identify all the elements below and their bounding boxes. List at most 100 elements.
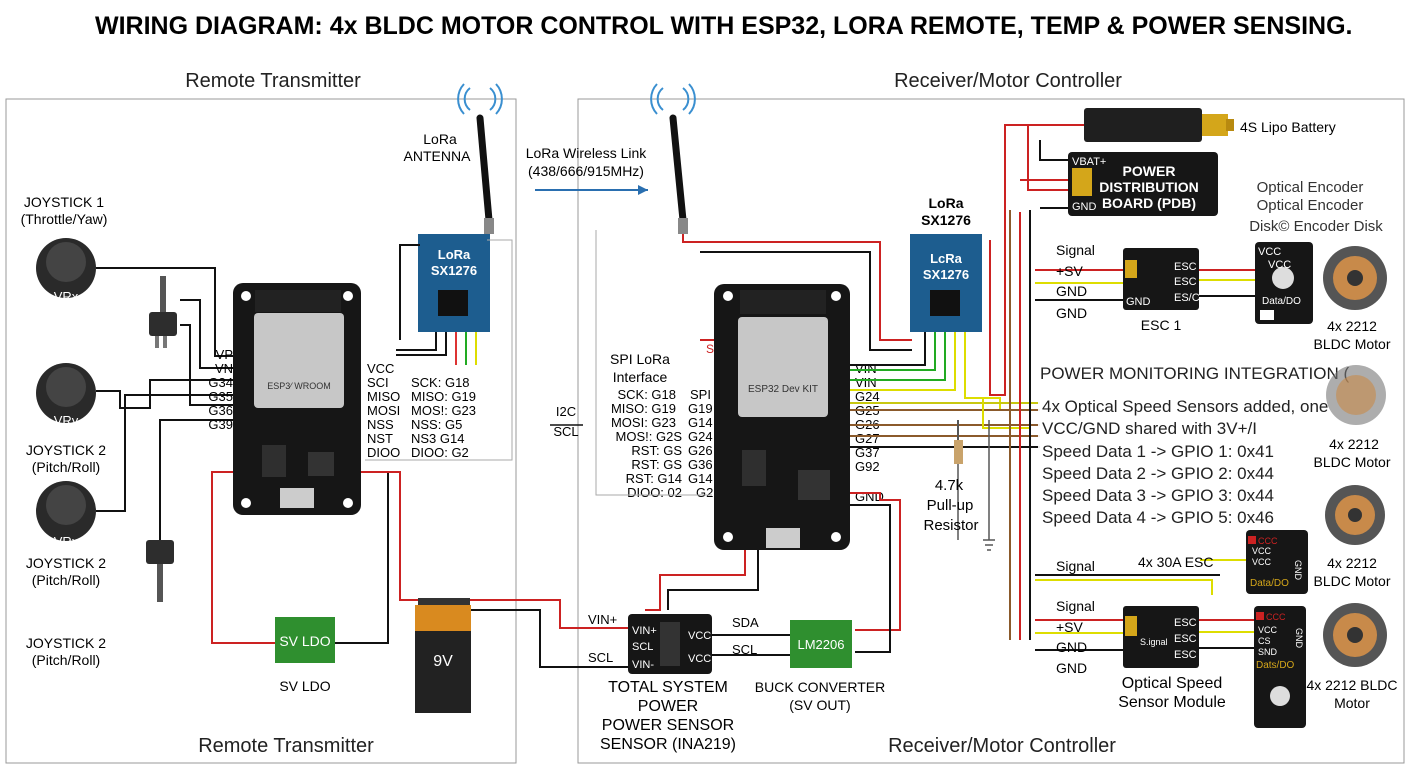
rx-lora-line2: SX1276 <box>921 212 971 228</box>
joystick-1-sub: (Throttle/Yaw) <box>21 211 108 227</box>
receiver-heading: Receiver/Motor Controller <box>894 70 1122 92</box>
sensor-mid-vcc2: VCC <box>1252 557 1272 567</box>
receiver-esp32-board: ESP32 Dev KIT <box>714 284 850 550</box>
ina-label-scl2: SCL <box>732 642 757 657</box>
rx-wires <box>645 124 1262 656</box>
pdb-board: VBAT+ GND POWER DISTRIBUTION BOARD (PDB) <box>1068 152 1218 216</box>
joystick-1-vrx: VRx <box>54 289 79 304</box>
esc1-pin-0: ESC <box>1174 261 1197 273</box>
remote-spi-right: SCK: G18 MISO: G19 MOS!: G23 NSS: G5 NS3… <box>411 375 476 460</box>
esc1-label: ESC 1 <box>1141 317 1182 333</box>
joystick-1-name: JOYSTICK 1 <box>24 194 104 210</box>
sensor-mid-data: Data/DO <box>1250 578 1289 589</box>
rx-spi-map-0: SCK: G18 <box>617 387 676 402</box>
rx-spi-map: SCK: G18 MISO: G19 MOSI: G23 MOS!: G2S R… <box>611 387 682 500</box>
rx-spi-map-5: RST: GS <box>631 457 682 472</box>
remote-pin-3: G35 <box>208 389 233 404</box>
rx-spi-pin-3: G24 <box>688 429 713 444</box>
remote-esp-label: ESP3⁄ WROOM <box>267 381 331 391</box>
remote-spi-l4: NSS <box>367 417 394 432</box>
motor-1-line1: 4x 2212 <box>1327 318 1377 334</box>
rx-lora-chip2: SX1276 <box>923 267 969 282</box>
pdb-line3: BOARD (PDB) <box>1102 195 1196 211</box>
remote-pin-1: VN <box>215 361 233 376</box>
rx-esp-pins: VIN VIN G24 G25 G26 G27 G37 G92 GND <box>855 361 884 504</box>
esc1-gnd1: GND <box>1056 283 1087 299</box>
rx-spi-map-7: DIOO: 02 <box>627 485 682 500</box>
motor-1 <box>1323 246 1387 310</box>
rx-spi-pin-2: G14 <box>688 415 713 430</box>
joystick-2a-sub: (Pitch/Roll) <box>32 459 100 475</box>
pdb-line2: DISTRIBUTION <box>1099 179 1199 195</box>
sensor-bot-vcc: VCC <box>1258 625 1278 635</box>
remote-antenna-line2: ANTENNA <box>404 148 472 164</box>
esc-bottom-board: S.ignal ESC ESC ESC <box>1123 606 1199 668</box>
link-line2: (438/666/915MHz) <box>528 163 644 179</box>
motor-4-line2: Motor <box>1334 695 1370 711</box>
escb-pin-1: ESC <box>1174 633 1197 645</box>
ina-label-vin: VIN+ <box>588 612 617 627</box>
esc1-left-gnd: GND <box>1126 296 1151 308</box>
potentiometer-top <box>149 276 177 348</box>
rx-i2c-label: I2C <box>556 404 576 419</box>
sensor-bottom: CCC VCC CS SND Dats/DO GND <box>1254 606 1306 728</box>
sensor-mid: CCC VCC VCC Data/DO GND <box>1246 530 1308 594</box>
rx-spi-pin-1: G19 <box>688 401 713 416</box>
power-box-title: POWER MONITORING INTEGRATION ( <box>1040 364 1349 383</box>
power-box-line-0: 4x Optical Speed Sensors added, one <box>1042 397 1328 416</box>
remote-pin-2: G34 <box>208 375 233 390</box>
sensor-bot-led: CCC <box>1266 612 1286 622</box>
remote-esp32-board: ESP3⁄ WROOM <box>233 283 361 515</box>
power-box-line-5: Speed Data 4 -> GPIO 5: 0x46 <box>1042 508 1274 527</box>
remote-heading: Remote Transmitter <box>185 70 361 92</box>
joystick-2c-label: JOYSTICK 2 (Pitch/Roll) <box>26 635 106 668</box>
sensor-top-data: Data/DO <box>1262 296 1301 307</box>
buck-line2: (SV OUT) <box>789 697 850 713</box>
encoder-title-2: Disk© Encoder Disk <box>1249 218 1383 235</box>
joystick-2c-sub: (Pitch/Roll) <box>32 652 100 668</box>
rx-spi-pin-7: G2 <box>696 485 713 500</box>
remote-power-wires <box>211 471 630 668</box>
rx-lora-line1: LoRa <box>929 195 964 211</box>
remote-spi-r4: NS3 G14 <box>411 431 464 446</box>
rx-pin-6: G37 <box>855 445 880 460</box>
sensor-module-line2: Sensor Module <box>1118 694 1226 711</box>
sensor-bot-data: Dats/DO <box>1256 660 1295 671</box>
remote-spi-l3: MOSI <box>367 403 400 418</box>
sensor-top-vcc2: VCC <box>1268 259 1291 271</box>
esc1-pin-2: ES/C <box>1174 292 1200 304</box>
rx-spi-pin-0: SPI <box>690 387 711 402</box>
esc4-signal: Signal <box>1056 558 1095 574</box>
ina-pin-vcc1: VCC <box>688 630 711 642</box>
potentiometer-bottom <box>146 540 174 602</box>
remote-lora-wires <box>365 239 513 461</box>
esc1-signal: Signal <box>1056 242 1095 258</box>
receiver-footer: Receiver/Motor Controller <box>888 735 1116 757</box>
rx-scl-label: SCL <box>553 424 578 439</box>
pullup-line3: Resistor <box>923 517 978 534</box>
remote-antenna-line1: LoRa <box>423 131 457 147</box>
joystick-2c-name: JOYSTICK 2 <box>26 635 106 651</box>
remote-lora-module: LoRa SX1276 <box>418 234 490 332</box>
remote-spi-l5: NST <box>367 431 393 446</box>
escb-pin-0: ESC <box>1174 617 1197 629</box>
ina-caption-0: TOTAL SYSTEM <box>608 679 728 696</box>
esc1-gnd2: GND <box>1056 305 1087 321</box>
sensor-top-vcc1: VCC <box>1258 246 1281 258</box>
remote-spi-l0: VCC <box>367 361 394 376</box>
rx-pin-0: VIN <box>855 361 877 376</box>
sensor-bot-gnd: GND <box>1294 628 1304 649</box>
sensor-bot-snd: SND <box>1258 647 1278 657</box>
pdb-vbat: VBAT+ <box>1072 156 1106 168</box>
sensor-mid-gnd: GND <box>1293 560 1303 581</box>
motor-2-line1: 4x 2212 <box>1329 436 1379 452</box>
remote-pin-0: VP <box>216 347 233 362</box>
motor-3-line2: BLDC Motor <box>1313 573 1390 589</box>
escb-chip: S.ignal <box>1140 637 1168 647</box>
sensor-mid-vcc: VCC <box>1252 546 1272 556</box>
buck-converter <box>790 620 852 668</box>
motor-3 <box>1325 485 1385 545</box>
receiver-esp-label: ESP32 Dev KIT <box>748 384 818 395</box>
joystick-2b-cap <box>46 485 86 525</box>
